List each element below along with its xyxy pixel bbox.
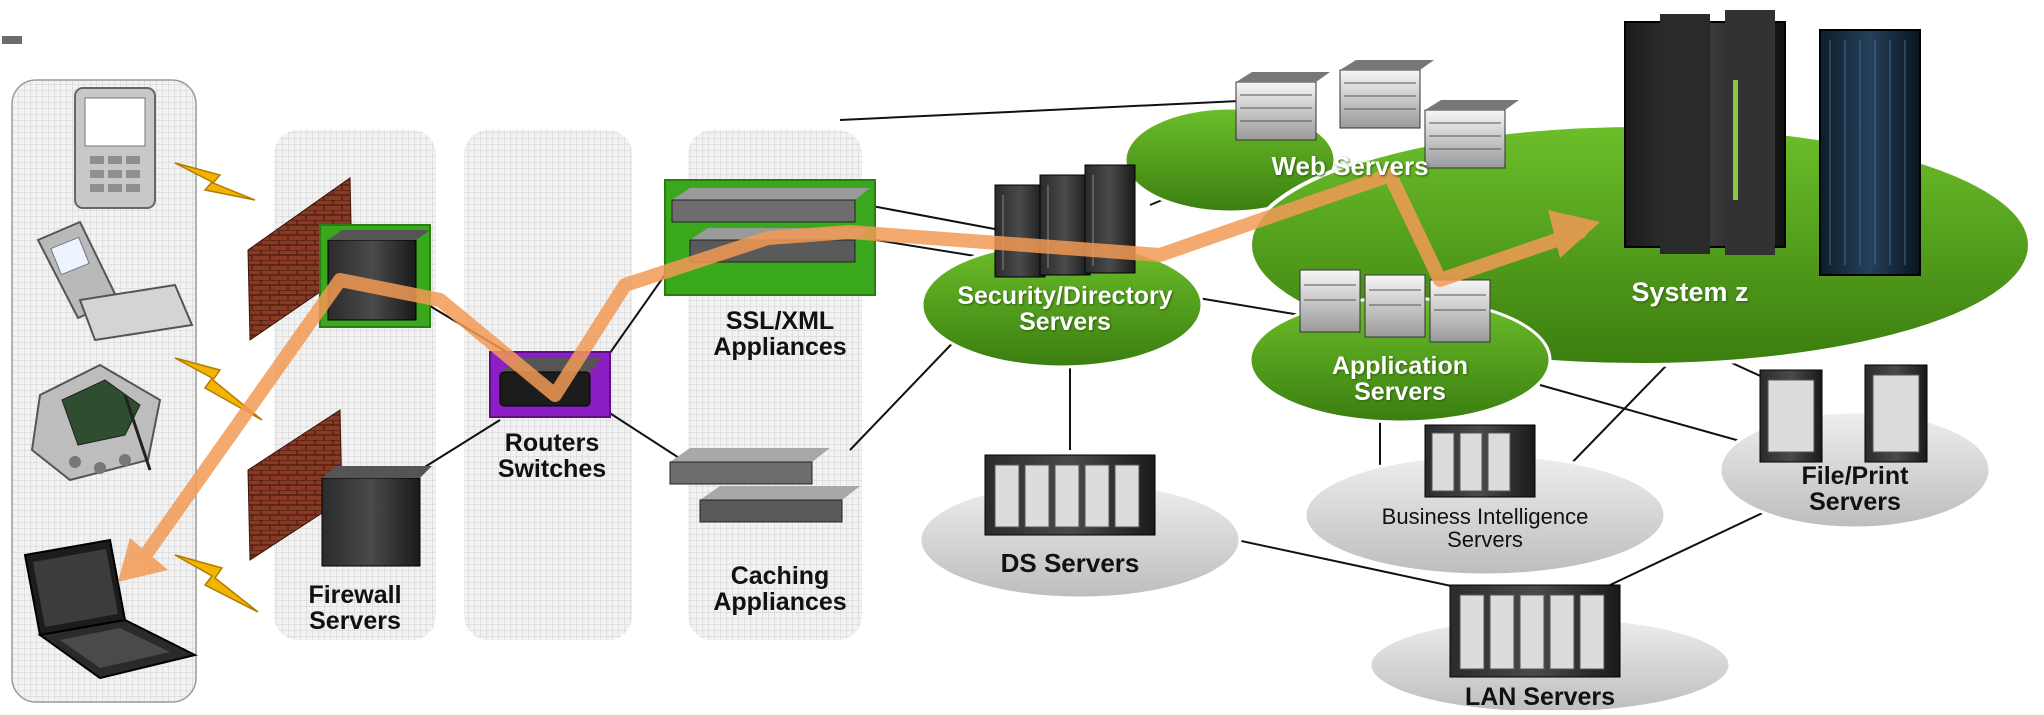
lightning-icon [174, 162, 256, 201]
label-line: Firewall [308, 581, 402, 609]
lightning-icon [174, 357, 263, 421]
label-line: SSL/XML [725, 307, 835, 335]
system-z-label: System z [1631, 277, 1749, 307]
firewall-servers-label: Firewall Servers [290, 582, 420, 635]
label-line: Business Intelligence [1381, 504, 1589, 529]
ds-servers-label: DS Servers [1000, 548, 1140, 578]
data-flow-arrow [118, 168, 1600, 582]
flip-phone-icon [36, 220, 194, 342]
lan-servers-label: LAN Servers [1464, 683, 1616, 711]
fileprint-server-towers [1759, 364, 1928, 463]
label-line: File/Print [1801, 462, 1909, 490]
firewall-server-bottom [321, 466, 432, 567]
label-line: Servers [1019, 308, 1111, 337]
arrow-head-systemz [1548, 210, 1600, 258]
caching-appliances-label: Caching Appliances [700, 563, 860, 616]
smartphone-icon [74, 87, 156, 209]
brick-wall-icon [247, 177, 353, 561]
label-line: Application [1331, 352, 1469, 380]
web-server-stack-1 [1235, 72, 1330, 141]
lan-server-rack [1449, 584, 1621, 678]
label-line: Appliances [713, 333, 847, 362]
label-line: Servers [1354, 378, 1446, 407]
label-line: Servers [1809, 488, 1901, 517]
label-line: Switches [497, 455, 607, 484]
file-print-servers-label: File/Print Servers [1770, 463, 1940, 516]
routers-switches-label: Routers Switches [482, 430, 622, 483]
web-server-stack-2 [1339, 60, 1434, 129]
label-line: Routers [504, 429, 600, 457]
security-directory-servers-label: Security/Directory Servers [930, 283, 1200, 336]
pda-icon [30, 363, 162, 482]
label-line: Servers [1447, 527, 1523, 553]
app-server-stack [1299, 269, 1491, 343]
web-servers-label: Web Servers [1271, 151, 1429, 181]
lightning-icons [174, 162, 263, 613]
caching-appliance [669, 448, 860, 523]
label-line: Servers [309, 607, 401, 636]
mainframe-icon [1624, 10, 1921, 276]
web-server-stack-3 [1424, 100, 1519, 169]
business-intelligence-servers-label: Business Intelligence Servers [1330, 505, 1640, 551]
ssl-xml-appliances-label: SSL/XML Appliances [700, 308, 860, 361]
label-line: Security/Directory [957, 282, 1173, 310]
label-line: Caching [730, 562, 830, 590]
security-server-towers [994, 164, 1136, 278]
bi-server-rack [1424, 424, 1536, 498]
lightning-icon [174, 554, 259, 613]
corner-mark [2, 36, 22, 44]
laptop-icon [23, 538, 198, 680]
ds-server-rack [984, 454, 1156, 536]
application-servers-label: Application Servers [1300, 353, 1500, 406]
arrow-head-laptop [118, 538, 168, 582]
label-line: Appliances [713, 588, 847, 617]
